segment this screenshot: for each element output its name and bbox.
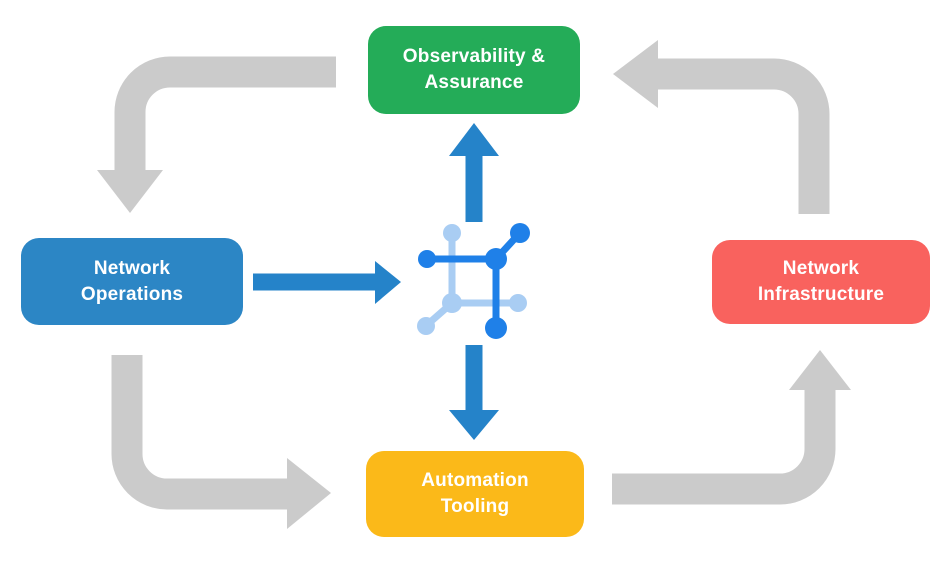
mesh-node [418,250,436,268]
arrow-infrastructure-to-observability [613,40,830,214]
arrow-observability-to-operations [97,56,336,213]
arrow-operations-to-center [253,261,401,304]
arrowhead-up-icon [789,350,851,390]
network-mesh-icon [417,223,530,339]
arrow-shaft [111,355,289,510]
arrow-shaft [656,58,830,214]
mesh-node [509,294,527,312]
arrowhead-down-icon [449,410,499,440]
arrowhead-right-icon [375,261,401,304]
mesh-node [442,293,462,313]
mesh-node [443,224,461,242]
arrow-shaft [612,390,836,505]
arrowhead-right-icon [287,458,331,529]
mesh-light-segments [417,224,527,335]
node-network-infrastructure: Network Infrastructure [712,240,930,324]
arrow-center-to-observability [449,123,499,222]
arrow-center-to-automation [449,345,499,440]
arrowhead-down-icon [97,170,163,213]
mesh-node [510,223,530,243]
arrow-shaft [114,56,336,172]
node-automation-tooling: Automation Tooling [366,451,584,537]
arrow-automation-to-infrastructure [612,350,851,505]
node-observability-assurance: Observability & Assurance [368,26,580,114]
mesh-node [417,317,435,335]
mesh-node [485,317,507,339]
arrowhead-left-icon [613,40,658,108]
mesh-node [485,248,507,270]
arrowhead-up-icon [449,123,499,156]
node-network-operations: Network Operations [21,238,243,325]
arrow-operations-to-automation [111,355,331,529]
mesh-bright-segments [418,223,530,339]
